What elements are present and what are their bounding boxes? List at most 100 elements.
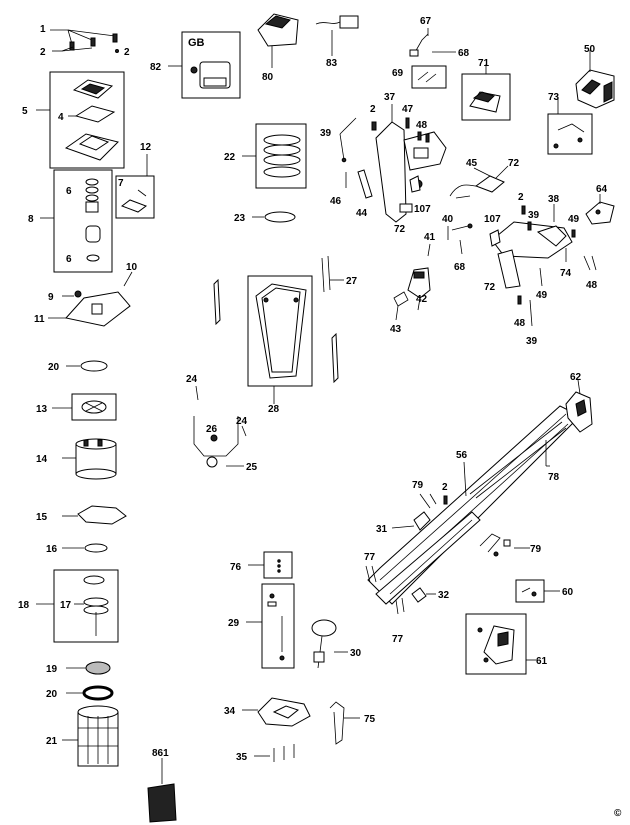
callout-label: 8 [28, 214, 34, 225]
guide-32 [411, 587, 427, 603]
seal-plate-15 [77, 505, 127, 525]
screw-47 [405, 117, 410, 129]
valve-spring-7 [120, 189, 148, 213]
parts-box-18 [53, 569, 119, 643]
valve-stack-6 [85, 178, 99, 213]
parts-box-69 [411, 65, 447, 89]
callout-label: 16 [46, 544, 58, 555]
parts-box-5 [49, 71, 125, 169]
callout-label: 2 [442, 482, 448, 493]
bumper-13 [81, 400, 107, 414]
callout-label: 80 [262, 72, 274, 83]
callout-label: 24 [186, 374, 198, 385]
manual-861 [147, 758, 177, 823]
latch-42 [407, 267, 431, 299]
top-cap-part [72, 79, 114, 99]
callout-label: 27 [346, 276, 358, 287]
pin-68-b [459, 239, 463, 255]
parts-box-13 [71, 393, 117, 421]
battery-83 [315, 15, 359, 29]
callout-label: 13 [36, 404, 48, 415]
callout-label: 18 [18, 600, 30, 611]
callout-label: 32 [438, 590, 450, 601]
magazine-housing-28 [255, 283, 307, 379]
switch-73 [553, 123, 585, 149]
spring-43 [393, 291, 409, 307]
callout-label: 2 [124, 47, 130, 58]
nose-assembly-38 [491, 221, 573, 289]
callout-label: 21 [46, 736, 58, 747]
callout-label: 79 [530, 544, 542, 555]
copyright-mark: © [614, 808, 622, 819]
rods-27 [321, 255, 331, 293]
pin-39 [339, 117, 357, 163]
callout-label: 56 [456, 450, 468, 461]
screw-set-1 [50, 29, 118, 51]
pin-39-c [529, 299, 533, 327]
callout-label: 22 [224, 152, 236, 163]
screw-48-c [517, 295, 522, 305]
ring-23 [264, 211, 296, 223]
parts-box-60 [515, 579, 545, 603]
callout-label: 24 [236, 416, 248, 427]
pins-77-b [395, 597, 405, 615]
callout-label: 107 [484, 214, 501, 225]
callout-label: 82 [150, 62, 162, 73]
parts-box-8 [53, 169, 113, 273]
callout-label: 5 [22, 106, 28, 117]
callout-label: 49 [568, 214, 580, 225]
callout-label: 42 [416, 294, 428, 305]
parts-box-82 [181, 31, 241, 99]
screws-76 [277, 559, 281, 573]
bracket-25 [193, 416, 239, 468]
part-107-b [489, 229, 501, 247]
callout-label: 35 [236, 752, 248, 763]
callout-label: 39 [528, 210, 540, 221]
callout-label: GB [188, 37, 205, 49]
control-module-71 [469, 91, 501, 113]
pin-40 [451, 223, 473, 231]
bracket-64 [585, 201, 615, 225]
wire-harness-45 [449, 175, 505, 199]
cylinder-sleeve-14 [75, 438, 117, 480]
spring-79-b [479, 533, 511, 557]
parts-box-61 [465, 613, 527, 675]
piston-driver-17 [83, 575, 109, 636]
magazine-rail-56 [367, 405, 577, 605]
callout-label: 29 [228, 618, 240, 629]
screws-48-b [583, 255, 597, 271]
screw-2-mag [443, 495, 448, 505]
callout-label: 38 [548, 194, 560, 205]
screw-2-right [371, 121, 377, 131]
callout-label: 25 [246, 462, 258, 473]
callout-label: 48 [416, 120, 428, 131]
callout-label: 73 [548, 92, 560, 103]
callout-label: 4 [58, 112, 64, 123]
parts-box-29 [261, 583, 295, 669]
callout-label: 45 [466, 158, 478, 169]
callout-label: 41 [424, 232, 436, 243]
callout-label: 9 [48, 292, 54, 303]
snap-ring-16 [84, 543, 108, 553]
latch-31 [413, 511, 431, 531]
callout-label: 75 [364, 714, 376, 725]
pins-77-a [365, 565, 377, 583]
pin-49-b [539, 267, 543, 287]
callout-label: 78 [548, 472, 560, 483]
pusher-62 [565, 391, 593, 433]
seal-rings-22 [263, 134, 301, 178]
callout-label: 83 [326, 58, 338, 69]
callout-label: 74 [560, 268, 572, 279]
callout-label: 6 [66, 186, 72, 197]
charger-gb-82 [190, 61, 231, 89]
callout-label: 60 [562, 587, 574, 598]
callout-label: 12 [140, 142, 152, 153]
callout-label: 47 [402, 104, 414, 115]
callout-label: 26 [206, 424, 218, 435]
callout-label: 68 [454, 262, 466, 273]
belt-hook-75 [329, 701, 345, 745]
wire-67 [409, 33, 429, 57]
screws-48 [417, 131, 430, 143]
callout-label: 46 [330, 196, 342, 207]
callout-label: 861 [152, 748, 169, 759]
